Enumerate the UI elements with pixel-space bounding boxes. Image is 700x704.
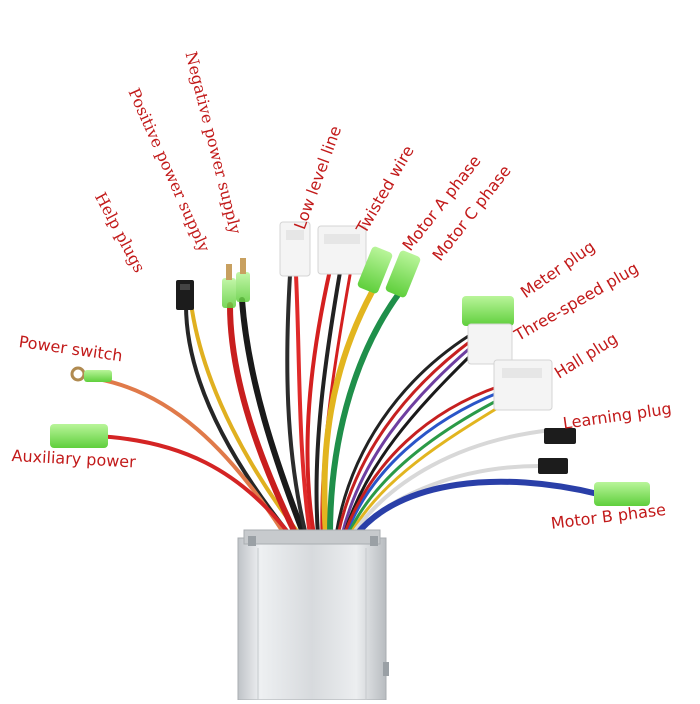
low-level-line-connector <box>279 221 311 277</box>
wire-hall-blue <box>344 390 502 537</box>
wire-three-speed <box>340 346 472 537</box>
controller-housing <box>237 529 389 701</box>
wire-negative-power <box>239 297 307 538</box>
wire-low-level-2 <box>294 273 312 537</box>
wire-auxiliary-power <box>93 434 292 537</box>
wire-motor-c-green <box>327 289 403 538</box>
wire-help-plug <box>184 303 292 537</box>
wire-motor-a-yellow <box>321 289 375 538</box>
motor-c-connector <box>385 250 421 298</box>
power-switch-connector <box>70 366 112 382</box>
wire-meter <box>334 333 472 537</box>
wire-three-speed-2 <box>342 352 474 537</box>
wire-hall-red <box>342 384 502 537</box>
wire-hall-yellow <box>348 402 506 537</box>
wire-learning-plug <box>350 428 554 537</box>
learning-plug-connectors <box>538 428 576 474</box>
wire-hall-green <box>346 396 504 537</box>
hall-plug-connector <box>493 359 553 411</box>
wire-positive-power <box>227 302 299 538</box>
wire-twisted-1 <box>305 268 332 537</box>
meter-plug-connector <box>462 296 514 365</box>
wire-motor-b-blue <box>353 478 601 538</box>
twisted-wire-connector <box>317 225 367 275</box>
motor-b-connector <box>594 482 650 506</box>
wire-bundle <box>90 268 601 538</box>
help-plugs-connector <box>176 280 194 310</box>
wire-twisted-2 <box>314 270 342 537</box>
motor-a-connector <box>357 246 393 294</box>
wire-meter-red <box>336 338 474 537</box>
power-supply-connectors <box>222 258 250 308</box>
auxiliary-power-connector <box>50 424 108 448</box>
wire-low-level-1 <box>285 273 308 537</box>
